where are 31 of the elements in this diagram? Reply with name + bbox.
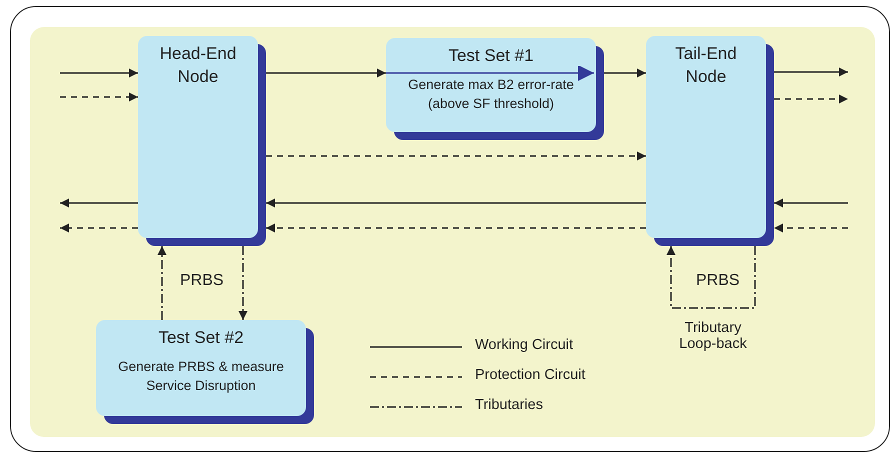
arrow	[774, 224, 848, 232]
arrow	[666, 246, 756, 309]
arrow	[774, 68, 848, 76]
arrow	[60, 224, 138, 232]
arrow	[266, 198, 646, 208]
arrow	[604, 68, 646, 78]
test-set-box	[96, 320, 306, 416]
node-title: Head-End Node	[158, 43, 238, 88]
note-text: PRBS	[180, 272, 224, 290]
legend-label: Working Circuit	[475, 337, 574, 353]
description-text: Generate max B2 error-rate (above SF threshold)	[407, 76, 575, 113]
arrow	[774, 94, 848, 104]
arrow	[266, 224, 646, 232]
arrow	[774, 198, 848, 208]
node-title: Tail-End Node	[674, 43, 738, 88]
arrow	[60, 68, 138, 78]
arrow	[158, 246, 166, 320]
network-node-box	[646, 36, 766, 238]
arrow	[60, 198, 138, 208]
node-title: Test Set #2	[158, 327, 244, 349]
description-text: Generate PRBS & measure Service Disruption	[117, 358, 285, 395]
arrow	[266, 152, 646, 160]
arrow	[238, 246, 248, 320]
arrow	[60, 92, 138, 102]
network-node-box	[138, 36, 258, 238]
node-title: Test Set #1	[448, 45, 534, 67]
legend-label: Protection Circuit	[475, 367, 586, 383]
test-set-box	[386, 38, 596, 132]
legend-label: Tributaries	[475, 397, 543, 413]
arrow	[266, 68, 386, 78]
note-text: Tributary Loop-back	[678, 320, 748, 352]
